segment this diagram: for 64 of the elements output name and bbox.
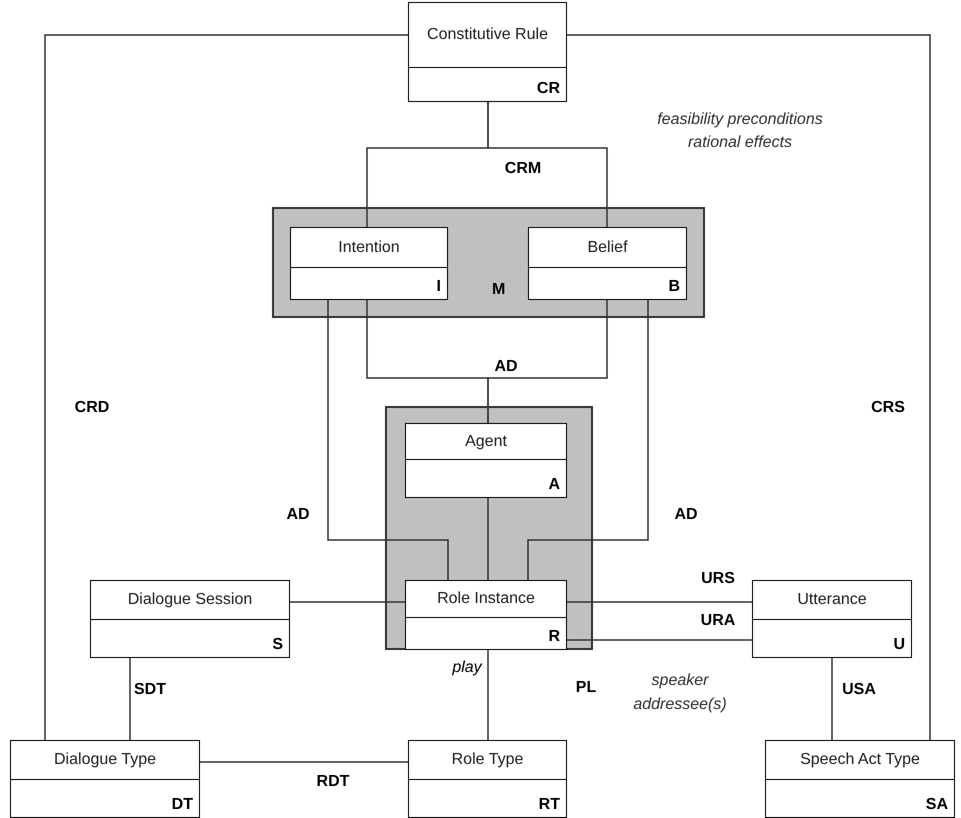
class-box bbox=[405, 580, 567, 650]
edge-label: AD bbox=[286, 506, 310, 524]
group-label: M bbox=[492, 281, 506, 299]
edge-label: play bbox=[452, 659, 482, 677]
class-abbreviation: U bbox=[893, 636, 905, 654]
group-panel bbox=[385, 406, 593, 650]
connector-line bbox=[327, 300, 449, 580]
class-box bbox=[408, 2, 567, 102]
edge-label: SDT bbox=[134, 681, 166, 699]
class-name: Intention bbox=[338, 238, 400, 256]
edge-label: USA bbox=[842, 681, 876, 699]
class-abbreviation: RT bbox=[538, 796, 560, 814]
connector-line bbox=[487, 650, 489, 740]
connector-line bbox=[200, 761, 408, 763]
connector-line bbox=[567, 34, 931, 740]
class-box bbox=[528, 227, 687, 300]
edge-label: URS bbox=[701, 570, 735, 588]
class-name: Agent bbox=[465, 432, 507, 450]
group-panel bbox=[272, 207, 705, 318]
connector-line bbox=[567, 639, 752, 641]
class-box bbox=[765, 740, 955, 818]
edge-label: CRD bbox=[74, 399, 110, 417]
note-text: addressee(s) bbox=[633, 696, 727, 714]
connector-line bbox=[44, 34, 408, 740]
connector-line bbox=[129, 658, 131, 740]
class-name: Role Type bbox=[452, 751, 524, 769]
class-abbreviation: B bbox=[668, 278, 680, 296]
connector-line bbox=[487, 300, 608, 423]
class-box bbox=[408, 740, 567, 818]
class-abbreviation: R bbox=[548, 628, 560, 646]
class-abbreviation: SA bbox=[926, 796, 948, 814]
connector-line bbox=[831, 658, 833, 740]
class-box bbox=[290, 227, 448, 300]
connector-line bbox=[290, 601, 405, 603]
relation-label: PL bbox=[576, 679, 596, 697]
class-box bbox=[90, 580, 290, 658]
connector-line bbox=[567, 601, 752, 603]
class-name: Belief bbox=[587, 238, 628, 256]
class-name: Utterance bbox=[797, 591, 867, 609]
note-text: speaker bbox=[652, 672, 708, 690]
class-name: Constitutive Rule bbox=[427, 26, 548, 44]
class-abbreviation: A bbox=[548, 476, 560, 494]
edge-label: CRS bbox=[871, 399, 905, 417]
class-abbreviation: CR bbox=[536, 80, 560, 98]
connector-line bbox=[487, 498, 489, 580]
class-name: Dialogue Type bbox=[54, 751, 156, 769]
edge-label: AD bbox=[674, 506, 698, 524]
class-name: Speech Act Type bbox=[800, 751, 920, 769]
note-text: rational effects bbox=[688, 134, 792, 152]
note-text: feasibility preconditions bbox=[657, 111, 823, 129]
class-box bbox=[405, 423, 567, 498]
edge-label: URA bbox=[700, 612, 736, 630]
connector-line bbox=[527, 300, 649, 580]
class-abbreviation: DT bbox=[172, 796, 193, 814]
class-box bbox=[752, 580, 912, 658]
class-box bbox=[10, 740, 200, 818]
edge-label: RDT bbox=[316, 773, 350, 791]
class-name: Role Instance bbox=[437, 590, 535, 608]
class-name: Dialogue Session bbox=[128, 591, 252, 609]
class-abbreviation: S bbox=[272, 636, 283, 654]
connector-line bbox=[487, 102, 608, 227]
class-abbreviation: I bbox=[436, 278, 441, 296]
edge-label: CRM bbox=[504, 160, 542, 178]
edge-label: AD bbox=[494, 358, 518, 376]
